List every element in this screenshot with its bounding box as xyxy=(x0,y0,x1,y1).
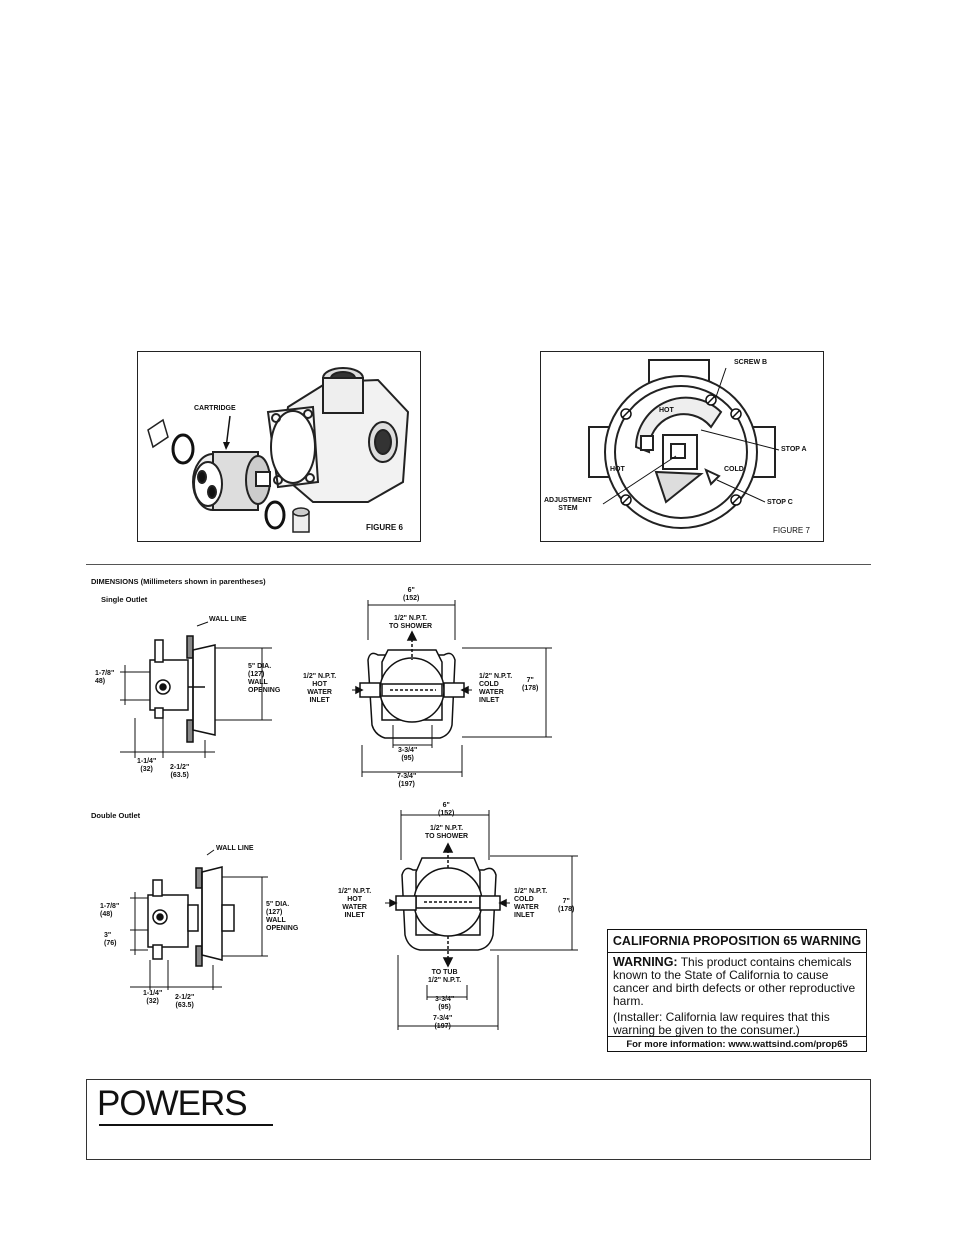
cartridge-exploded-illustration xyxy=(147,367,410,533)
double-to-shower: 1/2" N.P.T. TO SHOWER xyxy=(425,825,469,840)
prop65-warning-body: WARNING: This product contains chemicals… xyxy=(613,956,865,1008)
prop65-installer-note: (Installer: California law requires that… xyxy=(613,1010,830,1037)
single-left-dim: 1-7/8" 48) xyxy=(95,670,115,685)
figure-6-caption: FIGURE 6 xyxy=(366,523,403,532)
prop65-more-info: For more information: www.wattsind.com/p… xyxy=(608,1036,866,1053)
single-cold-inlet: 1/2" N.P.T. COLD WATER INLET xyxy=(479,673,513,704)
double-to-tub: TO TUB 1/2" N.P.T. xyxy=(428,969,462,984)
single-to-shower: 1/2" N.P.T. TO SHOWER xyxy=(389,615,433,630)
single-outlet-title: Single Outlet xyxy=(101,595,148,604)
stop-c-label: STOP C xyxy=(767,499,793,506)
single-dim-a: 1-1/4" (32) xyxy=(137,758,157,773)
prop65-warning-text: This product contains chemicals known to… xyxy=(613,955,856,1008)
section-divider xyxy=(86,564,871,565)
hot-left-label: HOT xyxy=(610,466,625,473)
dimensions-heading-rest: (Millimeters shown in parentheses) xyxy=(138,577,266,586)
figure-7-caption: FIGURE 7 xyxy=(773,526,810,535)
double-inner-width: 3-3/4" (95) xyxy=(435,996,455,1011)
double-wall-line-label: WALL LINE xyxy=(216,845,254,852)
single-dim-b: 2-1/2" (63.5) xyxy=(170,764,190,779)
single-outer-width: 7-3/4" (197) xyxy=(397,773,417,788)
double-dim-b: 2-1/2" (63.5) xyxy=(175,994,195,1009)
stop-adjustment-illustration xyxy=(588,359,780,529)
single-wall-line-label: WALL LINE xyxy=(209,616,247,623)
double-width-top: 6" (152) xyxy=(438,802,455,817)
figure-7-panel: SCREW B HOT STOP A HOT COLD ADJUSTMENT S… xyxy=(540,351,824,542)
double-outer-width: 7-3/4" (197) xyxy=(433,1015,453,1030)
logo-underline xyxy=(99,1124,273,1126)
cold-label: COLD xyxy=(724,466,744,473)
stop-a-label: STOP A xyxy=(781,446,807,453)
double-height: 7" (178) xyxy=(558,898,575,913)
single-width-top: 6" (152) xyxy=(403,587,420,602)
double-outlet-title: Double Outlet xyxy=(91,811,141,820)
adjustment-stem-label: ADJUSTMENT STEM xyxy=(544,497,592,512)
single-hot-inlet: 1/2" N.P.T. HOT WATER INLET xyxy=(303,673,337,704)
double-left-dim: 1-7/8" (48) xyxy=(100,903,120,918)
single-wall-opening: 5" DIA. (127) WALL OPENING xyxy=(248,663,281,694)
double-hot-inlet: 1/2" N.P.T. HOT WATER INLET xyxy=(338,888,372,919)
footer-box: POWERS xyxy=(86,1079,871,1160)
double-cold-inlet: 1/2" N.P.T. COLD WATER INLET xyxy=(514,888,548,919)
cartridge-label: CARTRIDGE xyxy=(194,405,236,412)
dimensions-heading-bold: DIMENSIONS xyxy=(91,577,139,586)
powers-logo: POWERS xyxy=(97,1084,248,1123)
screw-b-label: SCREW B xyxy=(734,359,768,366)
dimensions-heading: DIMENSIONS (Millimeters shown in parenth… xyxy=(91,577,266,586)
prop65-warning-title: CALIFORNIA PROPOSITION 65 WARNING xyxy=(608,930,866,953)
single-height: 7" (178) xyxy=(522,677,539,692)
prop65-warning-box: CALIFORNIA PROPOSITION 65 WARNING WARNIN… xyxy=(607,929,867,1052)
prop65-warning-label: WARNING: xyxy=(613,955,678,969)
double-dim-a: 1-1/4" (32) xyxy=(143,990,163,1005)
single-inner-width: 3-3/4" (95) xyxy=(398,747,418,762)
double-left-dim-2: 3" (76) xyxy=(104,932,117,947)
figure-6-panel: CARTRIDGE FIGURE 6 xyxy=(137,351,421,542)
hot-top-label: HOT xyxy=(659,407,674,414)
double-wall-opening: 5" DIA. (127) WALL OPENING xyxy=(266,901,299,932)
